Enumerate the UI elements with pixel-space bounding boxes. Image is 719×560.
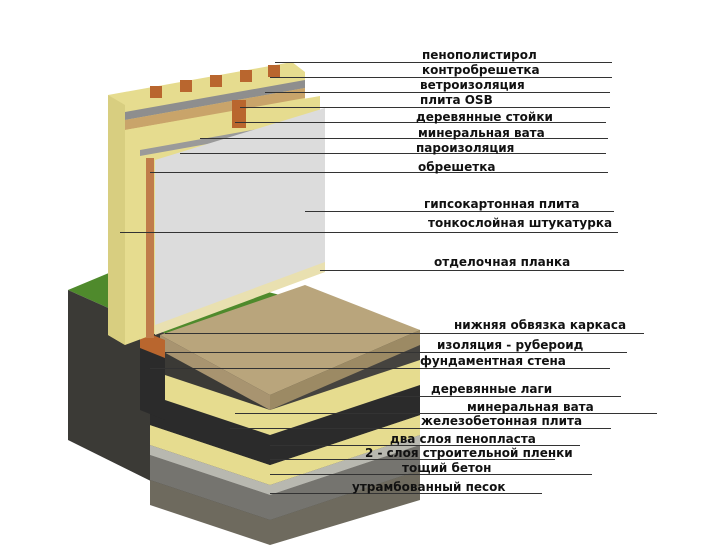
callout-label: минеральная вата xyxy=(467,400,594,414)
callout-label: пароизоляция xyxy=(416,141,515,155)
leader-line xyxy=(305,211,614,212)
inner-batten xyxy=(146,158,154,338)
callout-label: фундаментная стена xyxy=(420,354,566,368)
leader-line xyxy=(150,368,610,369)
counter-batten xyxy=(240,70,252,82)
leader-line xyxy=(165,352,627,353)
leader-line xyxy=(270,474,592,475)
callout-label: ветроизоляция xyxy=(420,78,525,92)
leader-line xyxy=(150,172,608,173)
sand-layer xyxy=(150,470,420,545)
wall-mineral-wool xyxy=(125,96,320,146)
floor-deck xyxy=(160,285,420,395)
callout-label: отделочная планка xyxy=(434,255,571,269)
callout-label: изоляция - рубероид xyxy=(437,338,584,352)
lean-concrete-layer xyxy=(150,445,420,520)
counter-batten xyxy=(268,65,280,77)
floor-deck-front xyxy=(270,330,420,410)
leader-line xyxy=(180,153,606,154)
leader-line xyxy=(270,77,612,78)
callout-label: пенополистирол xyxy=(422,48,537,62)
leader-line xyxy=(320,270,624,271)
callout-label: 2 - слоя строительной пленки xyxy=(365,446,573,460)
trim-strip xyxy=(155,262,325,335)
callout-label: плита OSB xyxy=(420,93,493,107)
leader-line xyxy=(265,92,610,93)
callout-label: деревянные лаги xyxy=(431,382,553,396)
osb-board xyxy=(125,88,305,130)
foam-layer xyxy=(150,415,420,485)
gypsum-board xyxy=(155,108,325,330)
counter-batten xyxy=(150,86,162,98)
wood-stud xyxy=(232,100,246,128)
leader-line xyxy=(270,445,580,446)
floor-deck-left xyxy=(160,335,270,410)
concrete-slab xyxy=(150,385,420,465)
leader-line xyxy=(270,493,542,494)
wind-barrier xyxy=(125,80,305,120)
leader-line xyxy=(270,459,555,460)
callout-label: гипсокартонная плита xyxy=(424,197,580,211)
leader-line xyxy=(275,62,612,63)
leader-line xyxy=(230,428,611,429)
callout-label: нижняя обвязка каркаса xyxy=(454,318,627,332)
leader-line xyxy=(165,333,644,334)
wall-edge-face xyxy=(108,95,125,345)
callout-label: тонкослойная штукатурка xyxy=(428,216,613,230)
callout-label: утрамбованный песок xyxy=(352,480,506,494)
callout-label: контробрешетка xyxy=(422,63,540,77)
film-layer xyxy=(150,435,420,495)
callout-label: обрешетка xyxy=(418,160,496,174)
leader-line xyxy=(390,396,621,397)
callout-label: два слоя пенопласта xyxy=(390,432,536,446)
leader-line xyxy=(200,138,608,139)
leader-line xyxy=(120,232,618,233)
foundation-wall xyxy=(140,345,165,420)
counter-batten xyxy=(210,75,222,87)
leader-line xyxy=(235,413,657,414)
callout-label: тощий бетон xyxy=(402,461,492,475)
counter-batten xyxy=(180,80,192,92)
callout-label: минеральная вата xyxy=(418,126,545,140)
floor-mineral-wool xyxy=(150,360,420,435)
leader-line xyxy=(235,122,606,123)
callout-label: железобетонная плита xyxy=(421,414,583,428)
callout-label: деревянные стойки xyxy=(416,110,553,124)
leader-line xyxy=(240,107,610,108)
